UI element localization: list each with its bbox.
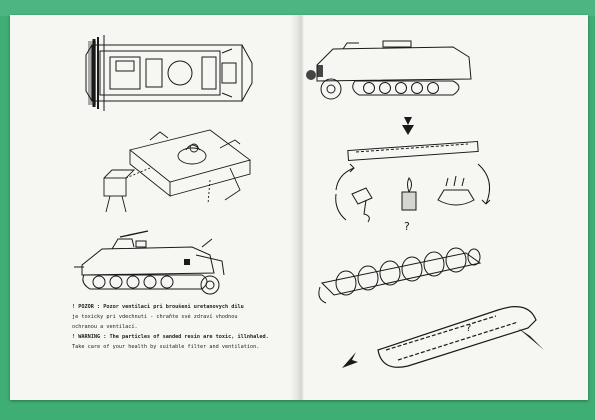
question-mark-label-2: ? xyxy=(466,323,472,334)
warning-line-english-1: ! WARNING : The particles of sanded resi… xyxy=(72,334,269,340)
safety-warnings: ! POZOR : Pozor ventilaci pri broušeni u… xyxy=(72,302,292,352)
curing-step-diagram xyxy=(335,140,491,223)
right-page: ? xyxy=(298,15,588,400)
arrow-pointer-icon xyxy=(342,352,358,368)
road-wheels-diagram xyxy=(318,247,482,304)
question-mark-label: ? xyxy=(404,220,410,233)
warning-line-czech-3: ochranou a ventilací. xyxy=(72,324,138,330)
arrow-down-icon xyxy=(402,117,414,135)
left-page: ! POZOR : Pozor ventilaci pri broušeni u… xyxy=(10,15,295,400)
vehicle-side-view-diagram xyxy=(74,230,225,295)
warning-line-english-2: Take care of your health by suitable fil… xyxy=(72,344,260,350)
track-belt-diagram xyxy=(377,306,544,368)
sheet-fold-shadow xyxy=(290,15,304,400)
vehicle-side-view-color-diagram xyxy=(306,40,472,100)
cutting-mat-edge xyxy=(0,0,595,16)
instruction-sheet: ! POZOR : Pozor ventilaci pri broušeni u… xyxy=(10,15,588,400)
hull-interior-exploded-diagram xyxy=(103,129,252,213)
warning-line-czech-2: je toxicky pri vdechnuti - chraňte své z… xyxy=(72,314,238,320)
vehicle-top-view-diagram xyxy=(85,35,253,111)
warning-line-czech-1: ! POZOR : Pozor ventilaci pri broušeni u… xyxy=(72,304,244,310)
